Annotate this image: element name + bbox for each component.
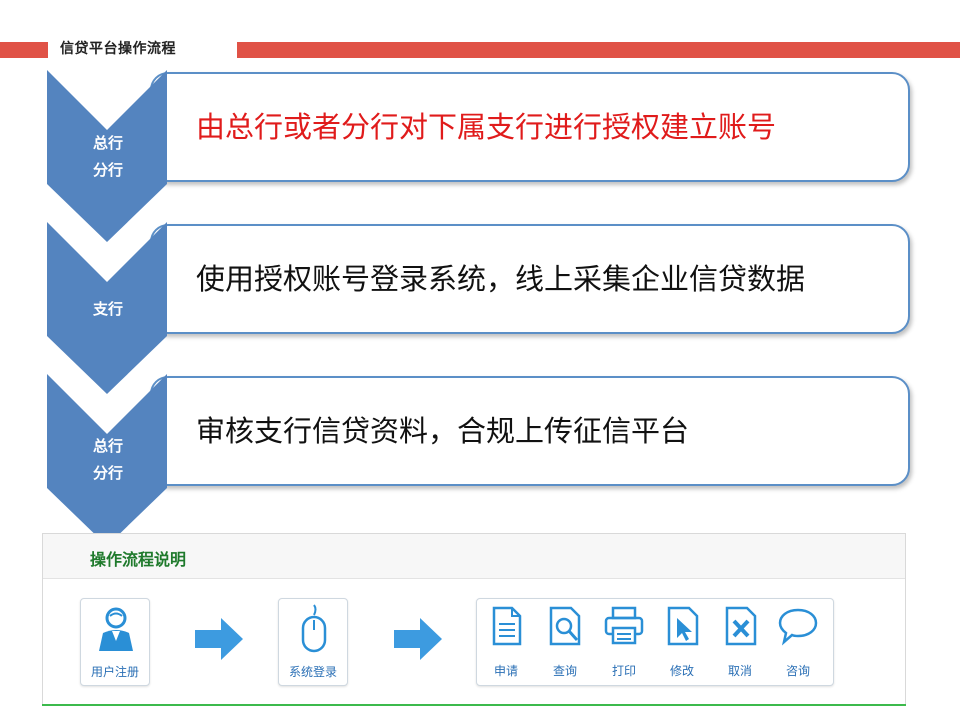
step-box-1 <box>150 72 910 182</box>
step-1-role: 总行 分行 <box>48 130 168 184</box>
step-3-text: 审核支行信贷资料，合规上传征信平台 <box>196 414 690 448</box>
user-icon <box>99 607 133 651</box>
action-apply-label: 申请 <box>493 664 518 678</box>
step-1-role-line1: 总行 <box>92 134 123 152</box>
action-print[interactable]: 打印 <box>602 604 646 680</box>
arrow-right-icon <box>394 618 442 660</box>
search-document-icon <box>549 606 581 646</box>
step-2-text: 使用授权账号登录系统，线上采集企业信贷数据 <box>196 262 806 296</box>
step-1-text: 由总行或者分行对下属支行进行授权建立账号 <box>196 110 777 144</box>
action-print-label: 打印 <box>611 664 636 678</box>
action-cancel[interactable]: 取消 <box>718 604 762 680</box>
action-cancel-label: 取消 <box>727 664 752 678</box>
step-box-3 <box>150 376 910 486</box>
action-consult[interactable]: 咨询 <box>776 604 820 680</box>
login-card[interactable]: 系统登录 <box>278 598 348 686</box>
step-box-2 <box>150 224 910 334</box>
register-card[interactable]: 用户注册 <box>80 598 150 686</box>
chevron-1 <box>47 70 167 242</box>
instructions-panel-header <box>43 534 905 579</box>
mouse-icon <box>301 604 327 653</box>
page-title: 信贷平台操作流程 <box>60 41 176 57</box>
process-chevrons <box>47 70 167 546</box>
instructions-panel-title: 操作流程说明 <box>90 550 187 569</box>
cancel-document-icon <box>725 606 757 646</box>
printer-icon <box>604 606 644 645</box>
step-3-role-line1: 总行 <box>92 437 123 455</box>
action-apply[interactable]: 申请 <box>484 604 528 680</box>
login-label: 系统登录 <box>288 665 337 679</box>
step-3-role: 总行 分行 <box>48 433 168 487</box>
action-modify-label: 修改 <box>669 664 694 678</box>
actions-card <box>476 598 834 686</box>
step-2-role-line1: 支行 <box>92 300 123 318</box>
panel-bottom-line <box>42 704 906 706</box>
step-2-role: 支行 <box>48 296 168 323</box>
cursor-edit-icon <box>667 606 699 646</box>
action-query[interactable]: 查询 <box>543 604 587 680</box>
action-query-label: 查询 <box>552 664 577 678</box>
chevron-2 <box>47 222 167 394</box>
step-1-role-line2: 分行 <box>92 161 123 179</box>
step-3-role-line2: 分行 <box>92 464 123 482</box>
title-bar-right <box>237 42 960 58</box>
register-label: 用户注册 <box>90 665 139 679</box>
chevron-3 <box>47 374 167 546</box>
speech-bubble-icon <box>778 608 818 646</box>
arrow-right-icon <box>195 618 243 660</box>
document-icon <box>492 606 522 646</box>
action-consult-label: 咨询 <box>785 664 810 678</box>
title-bar-left <box>0 42 48 58</box>
action-modify[interactable]: 修改 <box>660 604 704 680</box>
